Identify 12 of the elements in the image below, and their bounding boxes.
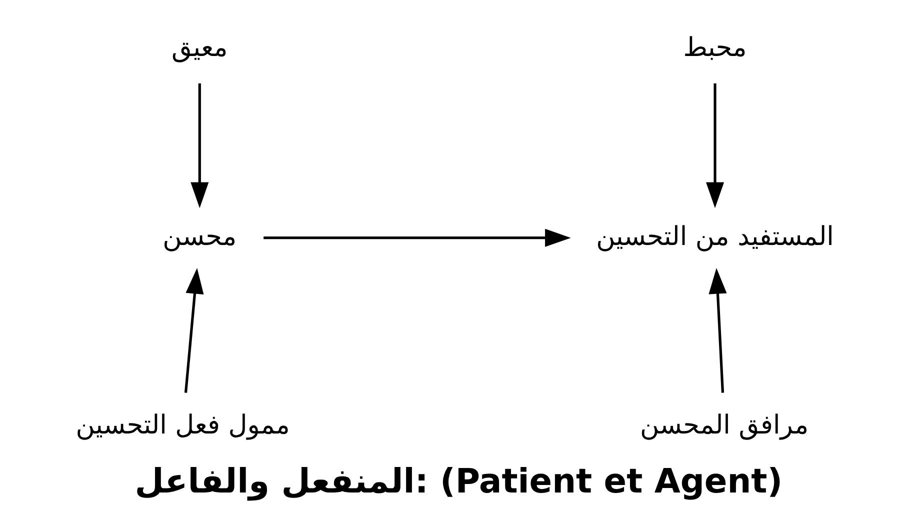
arrow [264,228,571,247]
arrow [706,83,724,208]
node-text: معيق [172,33,228,64]
arrow [190,83,209,208]
node-text: ممول فعل التحسين [76,410,290,440]
diagram-title: المنفعل والفاعل: (Patient et Agent) [134,462,783,501]
node-text: مرافق المحسن [640,410,809,440]
node-text: المستفيد من التحسين [596,222,834,252]
node-text: محبط [683,33,747,64]
node-text: محسن [162,222,237,252]
arrow [184,268,204,393]
arrow [708,268,727,393]
